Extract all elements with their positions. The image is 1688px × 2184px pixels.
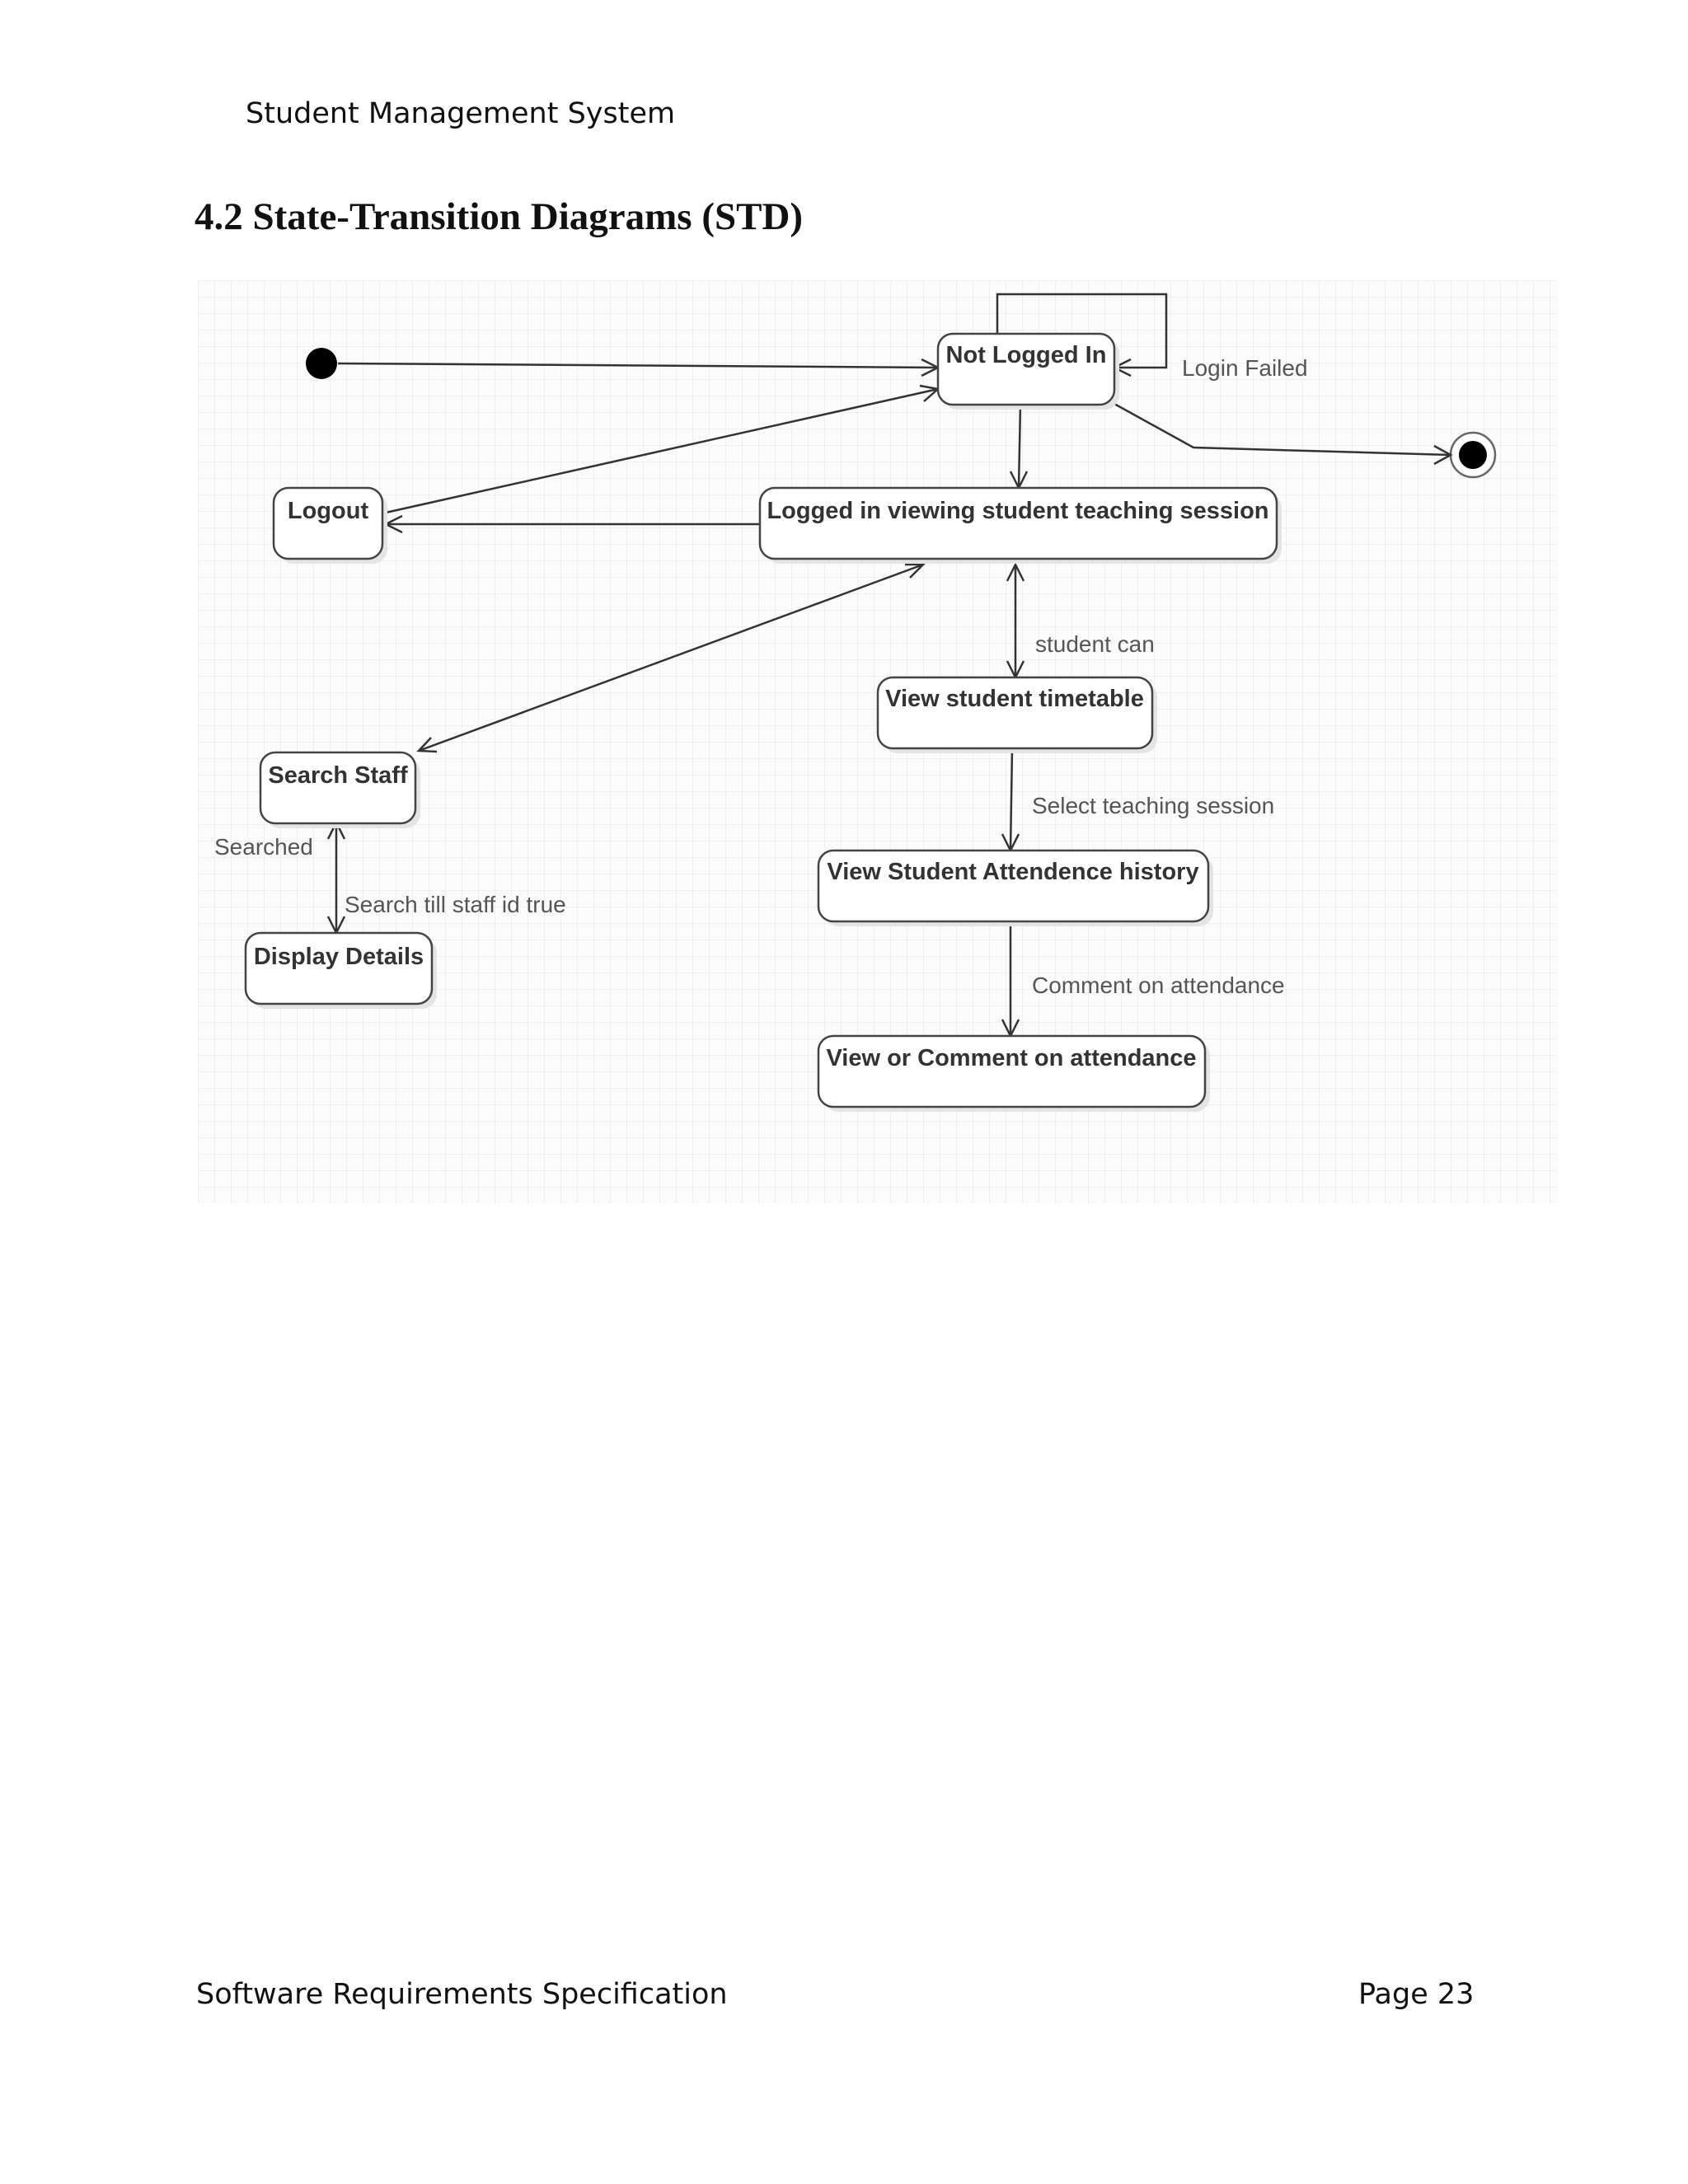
page-number: Page 23 (1358, 1978, 1475, 2011)
state-view-timetable: View student timetable (876, 676, 1157, 753)
final-state-inner (1459, 441, 1487, 469)
state-comment-attendance: View or Comment on attendance (817, 1034, 1210, 1112)
state-label: View student timetable (885, 686, 1144, 712)
state-label: View Student Attendence history (827, 859, 1198, 885)
initial-state (306, 348, 337, 379)
state-not-logged-in: Not Logged In (936, 332, 1119, 410)
state-transition-diagram: Not Logged In Logged in viewing student … (198, 280, 1558, 1203)
section-heading: 4.2 State-Transition Diagrams (STD) (195, 195, 804, 238)
state-label: Search Staff (268, 762, 408, 789)
state-logout: Logout (272, 486, 387, 564)
state-label: Logged in viewing student teaching sessi… (767, 498, 1268, 524)
transition-label-comment-on: Comment on attendance (1032, 972, 1285, 998)
transition-label-searched: Searched (214, 834, 313, 860)
transition-label-login-failed: Login Failed (1182, 355, 1308, 381)
state-logged-in: Logged in viewing student teaching sessi… (758, 486, 1282, 564)
state-label: Not Logged In (946, 342, 1107, 368)
page-header: Student Management System (246, 97, 676, 130)
state-search-staff: Search Staff (259, 751, 420, 828)
state-attendance-history: View Student Attendence history (817, 849, 1213, 926)
state-label: Logout (288, 498, 369, 524)
transition-label-student-can: student can (1035, 631, 1155, 657)
state-label: View or Comment on attendance (826, 1045, 1196, 1071)
transition-label-search-till: Search till staff id true (345, 892, 566, 917)
state-display-details: Display Details (244, 931, 437, 1009)
state-label: Display Details (254, 944, 424, 970)
page-footer-title: Software Requirements Specification (196, 1978, 728, 2011)
transition-label-select-session: Select teaching session (1032, 793, 1274, 818)
